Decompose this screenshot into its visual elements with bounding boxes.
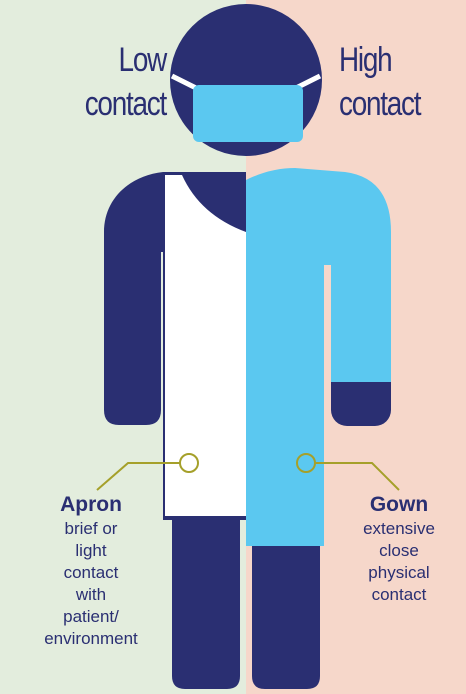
low-contact-heading-line1: Low (76, 38, 166, 82)
face-mask (193, 85, 303, 142)
left-arm (104, 172, 163, 425)
apron-description-line: brief or (2, 518, 180, 540)
apron-description-line: with (2, 584, 180, 606)
gown-description-line: extensive (336, 518, 462, 540)
gown-callout-line (315, 463, 399, 490)
gown-callout-marker (297, 454, 315, 472)
low-contact-heading: Low contact (76, 38, 166, 126)
apron-title: Apron (2, 492, 180, 518)
apron-description-line: contact (2, 562, 180, 584)
gown-description-line: close (336, 540, 462, 562)
apron-description-line: environment (2, 628, 180, 650)
gown-description-line: physical (336, 562, 462, 584)
gown (246, 168, 391, 546)
apron-description-line: patient/ (2, 606, 180, 628)
low-contact-heading-line2: contact (76, 82, 166, 126)
high-contact-heading: High contact (339, 38, 429, 126)
gown-label: Gown extensive close physical contact (336, 492, 462, 606)
apron-callout-marker (180, 454, 198, 472)
left-leg (172, 510, 240, 689)
apron-description-line: light (2, 540, 180, 562)
gown-title: Gown (336, 492, 462, 518)
gown-description-line: contact (336, 584, 462, 606)
high-contact-heading-line2: contact (339, 82, 429, 126)
apron-label: Apron brief or light contact with patien… (2, 492, 180, 650)
high-contact-heading-line1: High (339, 38, 429, 82)
